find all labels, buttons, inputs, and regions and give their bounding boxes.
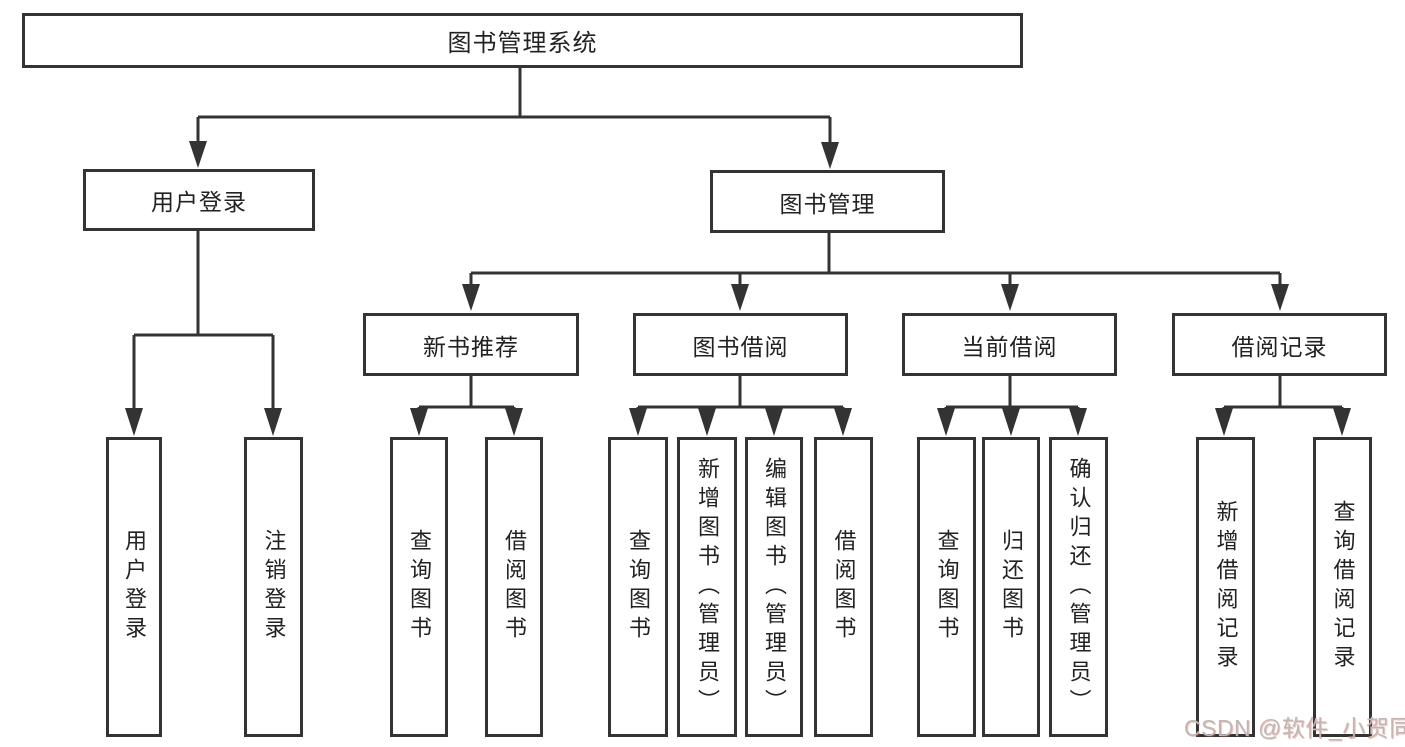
leaf-query-borrow-record-label: 查询借阅记录: [1330, 500, 1356, 674]
leaf-logout-label: 注销登录: [261, 529, 287, 645]
branch-book-borrow-label: 图书借阅: [692, 333, 789, 360]
branch-book-management-label: 图书管理: [779, 190, 876, 217]
leaf-add-borrow-record: 新增借阅记录: [1196, 437, 1255, 737]
leaf-user-login-label: 用户登录: [122, 529, 147, 645]
leaf-query-books-borrow-label: 查询图书: [626, 529, 651, 645]
branch-user-login-label: 用户登录: [151, 189, 247, 215]
leaf-confirm-return-admin: 确认归还（管理员）: [1049, 437, 1108, 737]
branch-borrow-record-label: 借阅记录: [1231, 333, 1328, 360]
leaf-return-books: 归还图书: [982, 437, 1040, 737]
leaf-query-books-recommend-label: 查询图书: [407, 529, 432, 645]
leaf-query-books-current: 查询图书: [917, 437, 976, 737]
branch-book-borrow: 图书借阅: [633, 313, 848, 376]
leaf-borrow-books-recommend-label: 借阅图书: [502, 529, 527, 645]
leaf-edit-books-admin: 编辑图书（管理员）: [745, 437, 803, 737]
leaf-borrow-books: 借阅图书: [814, 437, 873, 737]
leaf-query-borrow-record: 查询借阅记录: [1313, 437, 1372, 737]
root-node-label: 图书管理系统: [447, 30, 598, 57]
leaf-add-borrow-record-label: 新增借阅记录: [1213, 500, 1239, 674]
branch-new-book-recommend-label: 新书推荐: [423, 333, 519, 360]
leaf-query-books-current-label: 查询图书: [934, 529, 960, 645]
leaf-query-books-recommend: 查询图书: [390, 437, 448, 737]
branch-current-borrow: 当前借阅: [902, 313, 1117, 376]
leaf-query-books-borrow: 查询图书: [608, 437, 668, 737]
leaf-add-books-admin-label: 新增图书（管理员）: [695, 456, 720, 718]
branch-current-borrow-label: 当前借阅: [961, 333, 1058, 360]
branch-new-book-recommend: 新书推荐: [363, 313, 579, 376]
branch-borrow-record: 借阅记录: [1172, 313, 1387, 376]
leaf-borrow-books-recommend: 借阅图书: [485, 437, 543, 737]
root-node-library-system: 图书管理系统: [22, 13, 1023, 68]
leaf-borrow-books-label: 借阅图书: [831, 529, 857, 645]
branch-user-login: 用户登录: [83, 169, 315, 231]
leaf-logout: 注销登录: [244, 437, 303, 737]
leaf-confirm-return-admin-label: 确认归还（管理员）: [1066, 456, 1092, 718]
leaf-add-books-admin: 新增图书（管理员）: [677, 437, 737, 737]
csdn-watermark: CSDN @软件_小贺同学: [1184, 715, 1405, 741]
leaf-return-books-label: 归还图书: [999, 529, 1024, 645]
leaf-edit-books-admin-label: 编辑图书（管理员）: [762, 456, 787, 718]
arrowhead-icons: [125, 141, 1351, 436]
branch-book-management: 图书管理: [710, 170, 945, 233]
leaf-user-login: 用户登录: [106, 437, 162, 737]
